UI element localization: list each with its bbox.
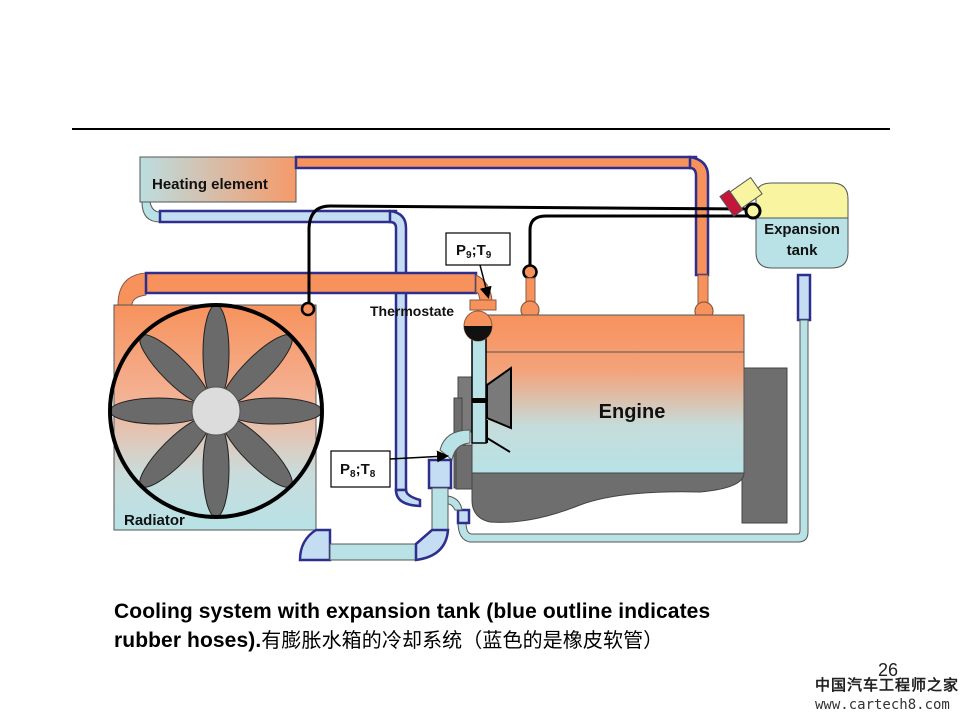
t9-sub: 9 [486, 250, 492, 261]
p8-p: P [340, 461, 350, 478]
t8-t: ;T [356, 461, 370, 478]
svg-text:P9;T9: P9;T9 [456, 242, 492, 261]
radiator-label: Radiator [124, 512, 185, 529]
engine-flywheel-housing [741, 367, 788, 524]
tank-inlet-port [744, 202, 762, 220]
t9-t: ;T [472, 242, 486, 259]
engine: Engine [471, 314, 788, 524]
radiator-vent-line [307, 204, 749, 303]
radiator-lower-hose [298, 429, 471, 562]
thermostat: Thermostate [370, 303, 493, 342]
heating-element: Heating element [139, 156, 297, 203]
caption-line-2-en: rubber hoses). [114, 629, 262, 652]
caption-line-1: Cooling system with expansion tank (blue… [114, 600, 711, 623]
engine-oil-pan [471, 472, 745, 523]
svg-text:P8;T8: P8;T8 [340, 461, 376, 480]
sensor-p9-t9-callout: P9;T9 [445, 232, 511, 299]
title-divider-line [72, 128, 890, 130]
p8-sub: 8 [350, 469, 356, 480]
upper-hose-sensor-port [300, 301, 316, 317]
fan-hub [191, 386, 241, 436]
expansion-return-hose [456, 273, 812, 543]
engine-vent-port [522, 264, 538, 280]
pressure-cap [719, 189, 744, 217]
expansion-tank-label-line2: tank [787, 242, 819, 259]
expansion-tank: Expansion tank [719, 176, 849, 269]
sensor-p8-t8-callout: P8;T8 [330, 450, 449, 488]
caption-line-2-cn: 有膨胀水箱的冷却系统（蓝色的是橡皮软管） [261, 628, 664, 652]
engine-block [471, 314, 745, 474]
figure-caption: Cooling system with expansion tank (blue… [114, 598, 710, 655]
heating-element-label: Heating element [152, 176, 268, 193]
page-number: 26 [878, 660, 899, 680]
engine-vent-line [528, 214, 748, 266]
radiator-fan [108, 303, 324, 519]
watermark-url: www.cartech8.com [815, 697, 950, 713]
engine-label: Engine [599, 401, 666, 423]
watermark-chinese: 中国汽车工程师之家 [815, 676, 960, 694]
t8-sub: 8 [370, 469, 376, 480]
p9-sub: 9 [466, 250, 472, 261]
cooling-system-diagram: Heating element Radiator [108, 155, 849, 562]
caption-line-2: rubber hoses).有膨胀水箱的冷却系统（蓝色的是橡皮软管） [114, 626, 710, 655]
thermostate-label: Thermostate [370, 303, 454, 319]
p9-p: P [456, 242, 466, 259]
expansion-tank-label-line1: Expansion [764, 221, 840, 238]
fan-shroud [108, 303, 324, 519]
